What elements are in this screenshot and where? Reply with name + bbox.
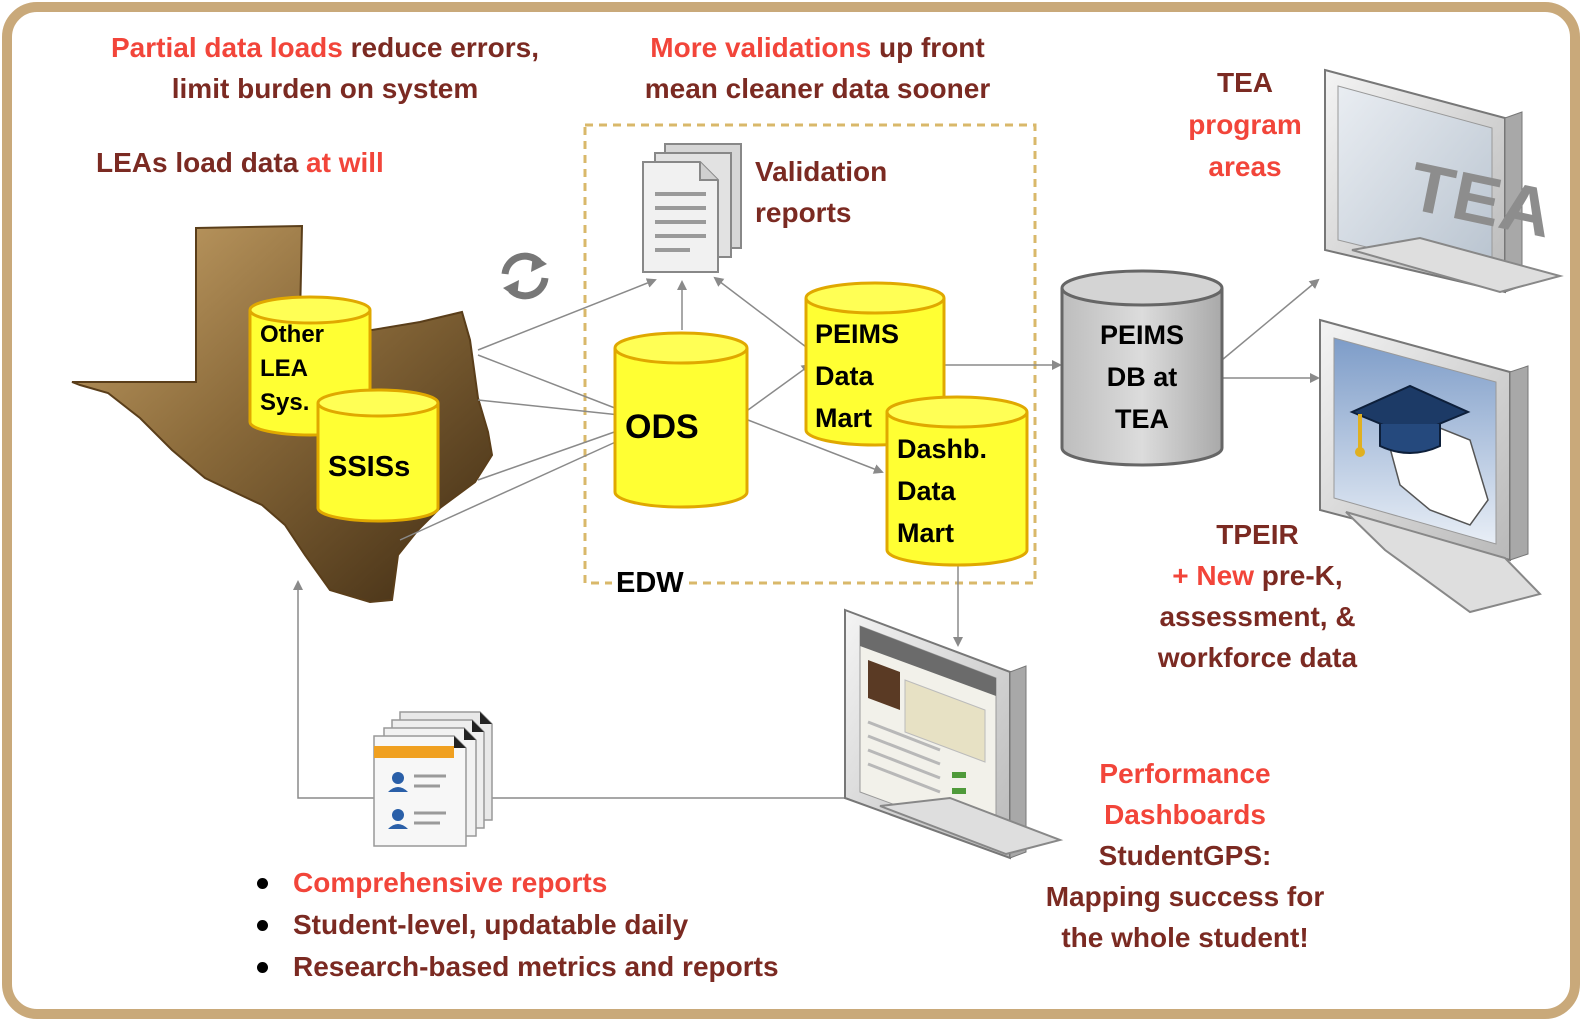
other-lea-label: Other LEA Sys. xyxy=(260,321,325,416)
monitor-icon xyxy=(844,608,1064,860)
documents-icon xyxy=(642,143,742,273)
refresh-icon xyxy=(501,252,549,300)
caption-text: LEAs load data xyxy=(96,147,307,178)
ssis-label: SSISs xyxy=(328,451,411,483)
partial-loads-caption: Partial data loads reduce errors, limit … xyxy=(90,28,560,109)
report-cards-icon xyxy=(373,711,493,847)
cylinder-ssis xyxy=(316,388,440,523)
bullet-item: Comprehensive reports xyxy=(255,862,779,904)
dashboards-label: Performance Dashboards StudentGPS: Mappi… xyxy=(1045,758,1325,953)
caption-text: up front xyxy=(871,32,985,63)
peims-mart-label: PEIMS Data Mart xyxy=(815,319,900,433)
validation-reports-label: Validation reports xyxy=(755,152,887,233)
monitor-icon: TEA xyxy=(1324,68,1564,294)
edw-label: EDW xyxy=(612,562,688,606)
graduation-cap-icon xyxy=(1349,384,1471,457)
validation-line: reports xyxy=(755,196,852,228)
caption-accent: Partial data loads xyxy=(111,32,343,63)
reports-bullet-list: Comprehensive reports Student-level, upd… xyxy=(255,862,779,988)
dash-mart-label: Dashb. Data Mart xyxy=(897,434,988,548)
monitor-icon xyxy=(1319,318,1542,614)
leas-caption: LEAs load data at will xyxy=(96,143,384,184)
cylinder-peims-db xyxy=(1060,269,1224,467)
validation-line: Validation xyxy=(755,156,888,187)
caption-text: reduce errors, xyxy=(342,32,539,63)
tpeir-label: TPEIR + New pre-K, assessment, & workfor… xyxy=(1157,519,1358,673)
validations-caption: More validations up front mean cleaner d… xyxy=(610,28,1025,109)
bullet-item: Research-based metrics and reports xyxy=(255,946,779,988)
caption-text: mean cleaner data sooner xyxy=(644,72,991,104)
cylinder-ods xyxy=(613,331,749,509)
ods-label: ODS xyxy=(625,408,699,446)
peims-db-label: PEIMS DB at TEA xyxy=(1099,320,1185,434)
edw-boundary xyxy=(583,123,1037,585)
cylinder-dash-mart xyxy=(885,395,1029,567)
tea-program-label: TEA program areas xyxy=(1188,67,1302,182)
caption-accent: at will xyxy=(306,147,384,178)
bullet-item: Student-level, updatable daily xyxy=(255,904,779,946)
caption-accent: More validations xyxy=(650,32,872,63)
caption-text: limit burden on system xyxy=(171,72,479,104)
